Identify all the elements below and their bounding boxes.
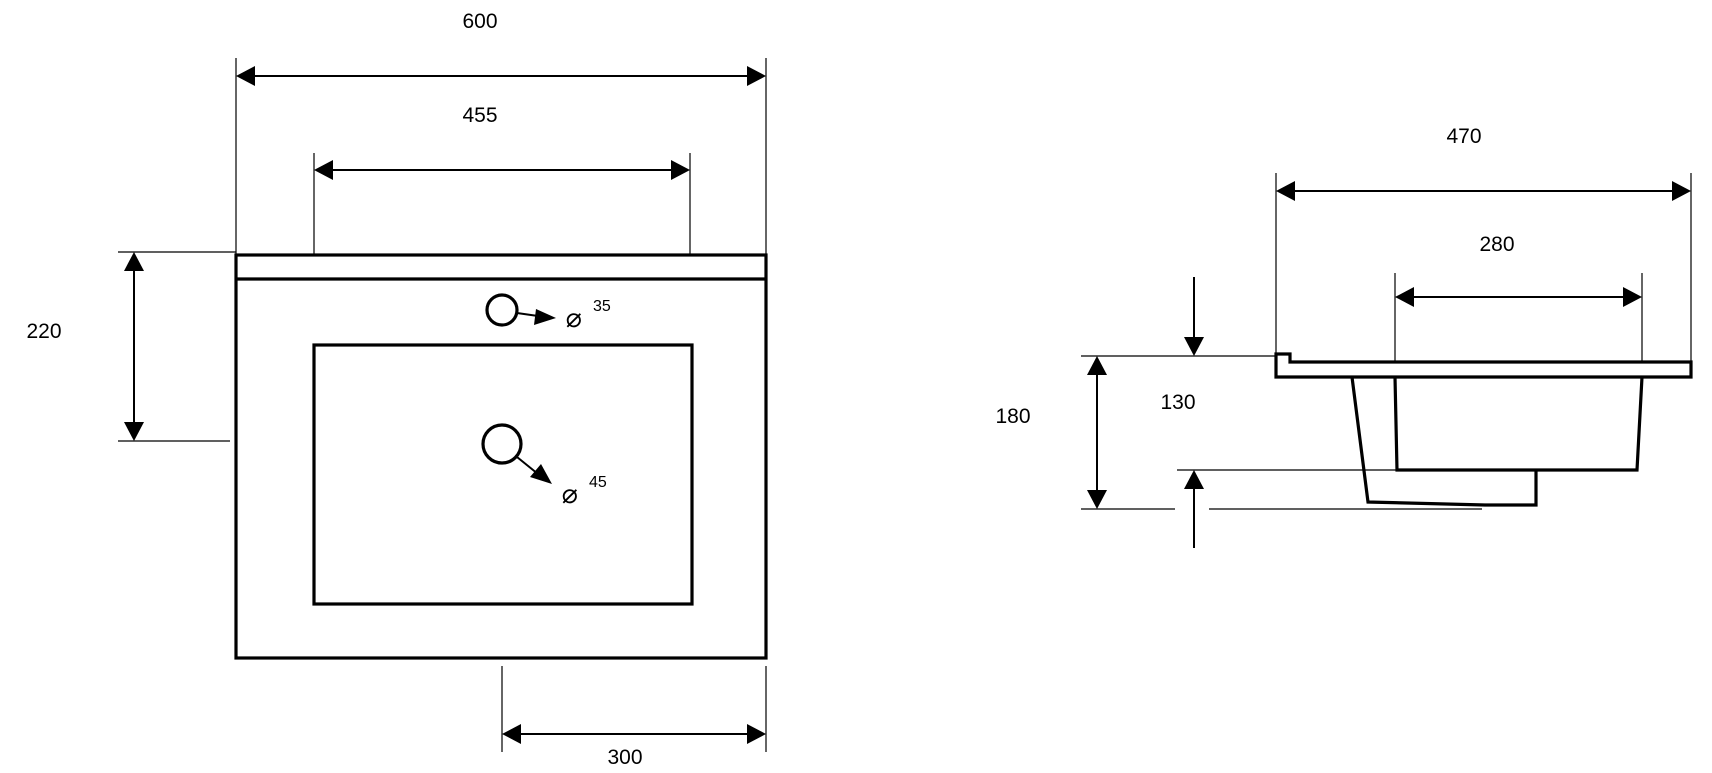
dimension-arrow-left (1276, 181, 1295, 201)
dimension-basin-width: 455 (313, 104, 691, 255)
side-slab-outline (1274, 352, 1693, 379)
dimension-arrow-left (502, 724, 521, 744)
drain-hole-leader-arrow (530, 464, 552, 484)
dimension-overall-depth: 470 (1275, 125, 1692, 362)
dimension-arrow-right (747, 66, 766, 86)
drain-hole-diameter-value: 45 (589, 474, 607, 491)
side-siphon-outline (1350, 376, 1538, 507)
dimension-arrow-top (1184, 337, 1204, 356)
dimension-arrow-bottom (1184, 470, 1204, 489)
tap-hole-diameter-symbol: ⌀ (565, 303, 582, 334)
basin-outer-outline (234, 253, 768, 660)
dimension-back-depth: 220 (26, 251, 236, 442)
dimension-overall-height: 180 (995, 355, 1482, 510)
dimension-arrow-right (671, 160, 690, 180)
dimension-label-220: 220 (26, 320, 61, 343)
dimension-arrow-right (1623, 287, 1642, 307)
drain-hole-leader (516, 456, 539, 475)
dimension-arrow-right (747, 724, 766, 744)
dimension-drain-offset: 300 (501, 666, 767, 769)
dimension-arrow-left (314, 160, 333, 180)
tap-hole-leader-arrow (534, 309, 556, 325)
dimension-label-180: 180 (995, 405, 1030, 428)
dimension-arrow-left (1395, 287, 1414, 307)
dimension-label-455: 455 (462, 104, 497, 127)
tap-hole-leader (516, 312, 539, 317)
front-view: ⌀ 35 ⌀ 45 600 455 (26, 10, 768, 769)
drain-hole (481, 423, 523, 465)
dimension-arrow-bottom (124, 422, 144, 441)
dimension-arrow-bottom (1087, 490, 1107, 509)
dimension-label-600: 600 (462, 10, 497, 33)
dimension-basin-height: 130 (1160, 277, 1397, 548)
dimension-arrow-top (124, 252, 144, 271)
side-bowl-outline (1393, 376, 1644, 472)
bowl-outline (312, 343, 694, 606)
drain-hole-diameter-symbol: ⌀ (561, 479, 578, 510)
dimension-label-130: 130 (1160, 391, 1195, 414)
dimension-overall-width: 600 (235, 10, 767, 255)
tap-hole (485, 293, 519, 327)
tap-hole-diameter-value: 35 (593, 298, 611, 315)
dimension-label-300: 300 (607, 746, 642, 769)
dimension-basin-depth: 280 (1394, 233, 1643, 362)
dimension-arrow-top (1087, 356, 1107, 375)
dimension-arrow-right (1672, 181, 1691, 201)
dimension-label-470: 470 (1446, 125, 1481, 148)
side-view: 470 280 180 130 (995, 125, 1693, 548)
dimension-arrow-left (236, 66, 255, 86)
dimension-label-280: 280 (1479, 233, 1514, 256)
